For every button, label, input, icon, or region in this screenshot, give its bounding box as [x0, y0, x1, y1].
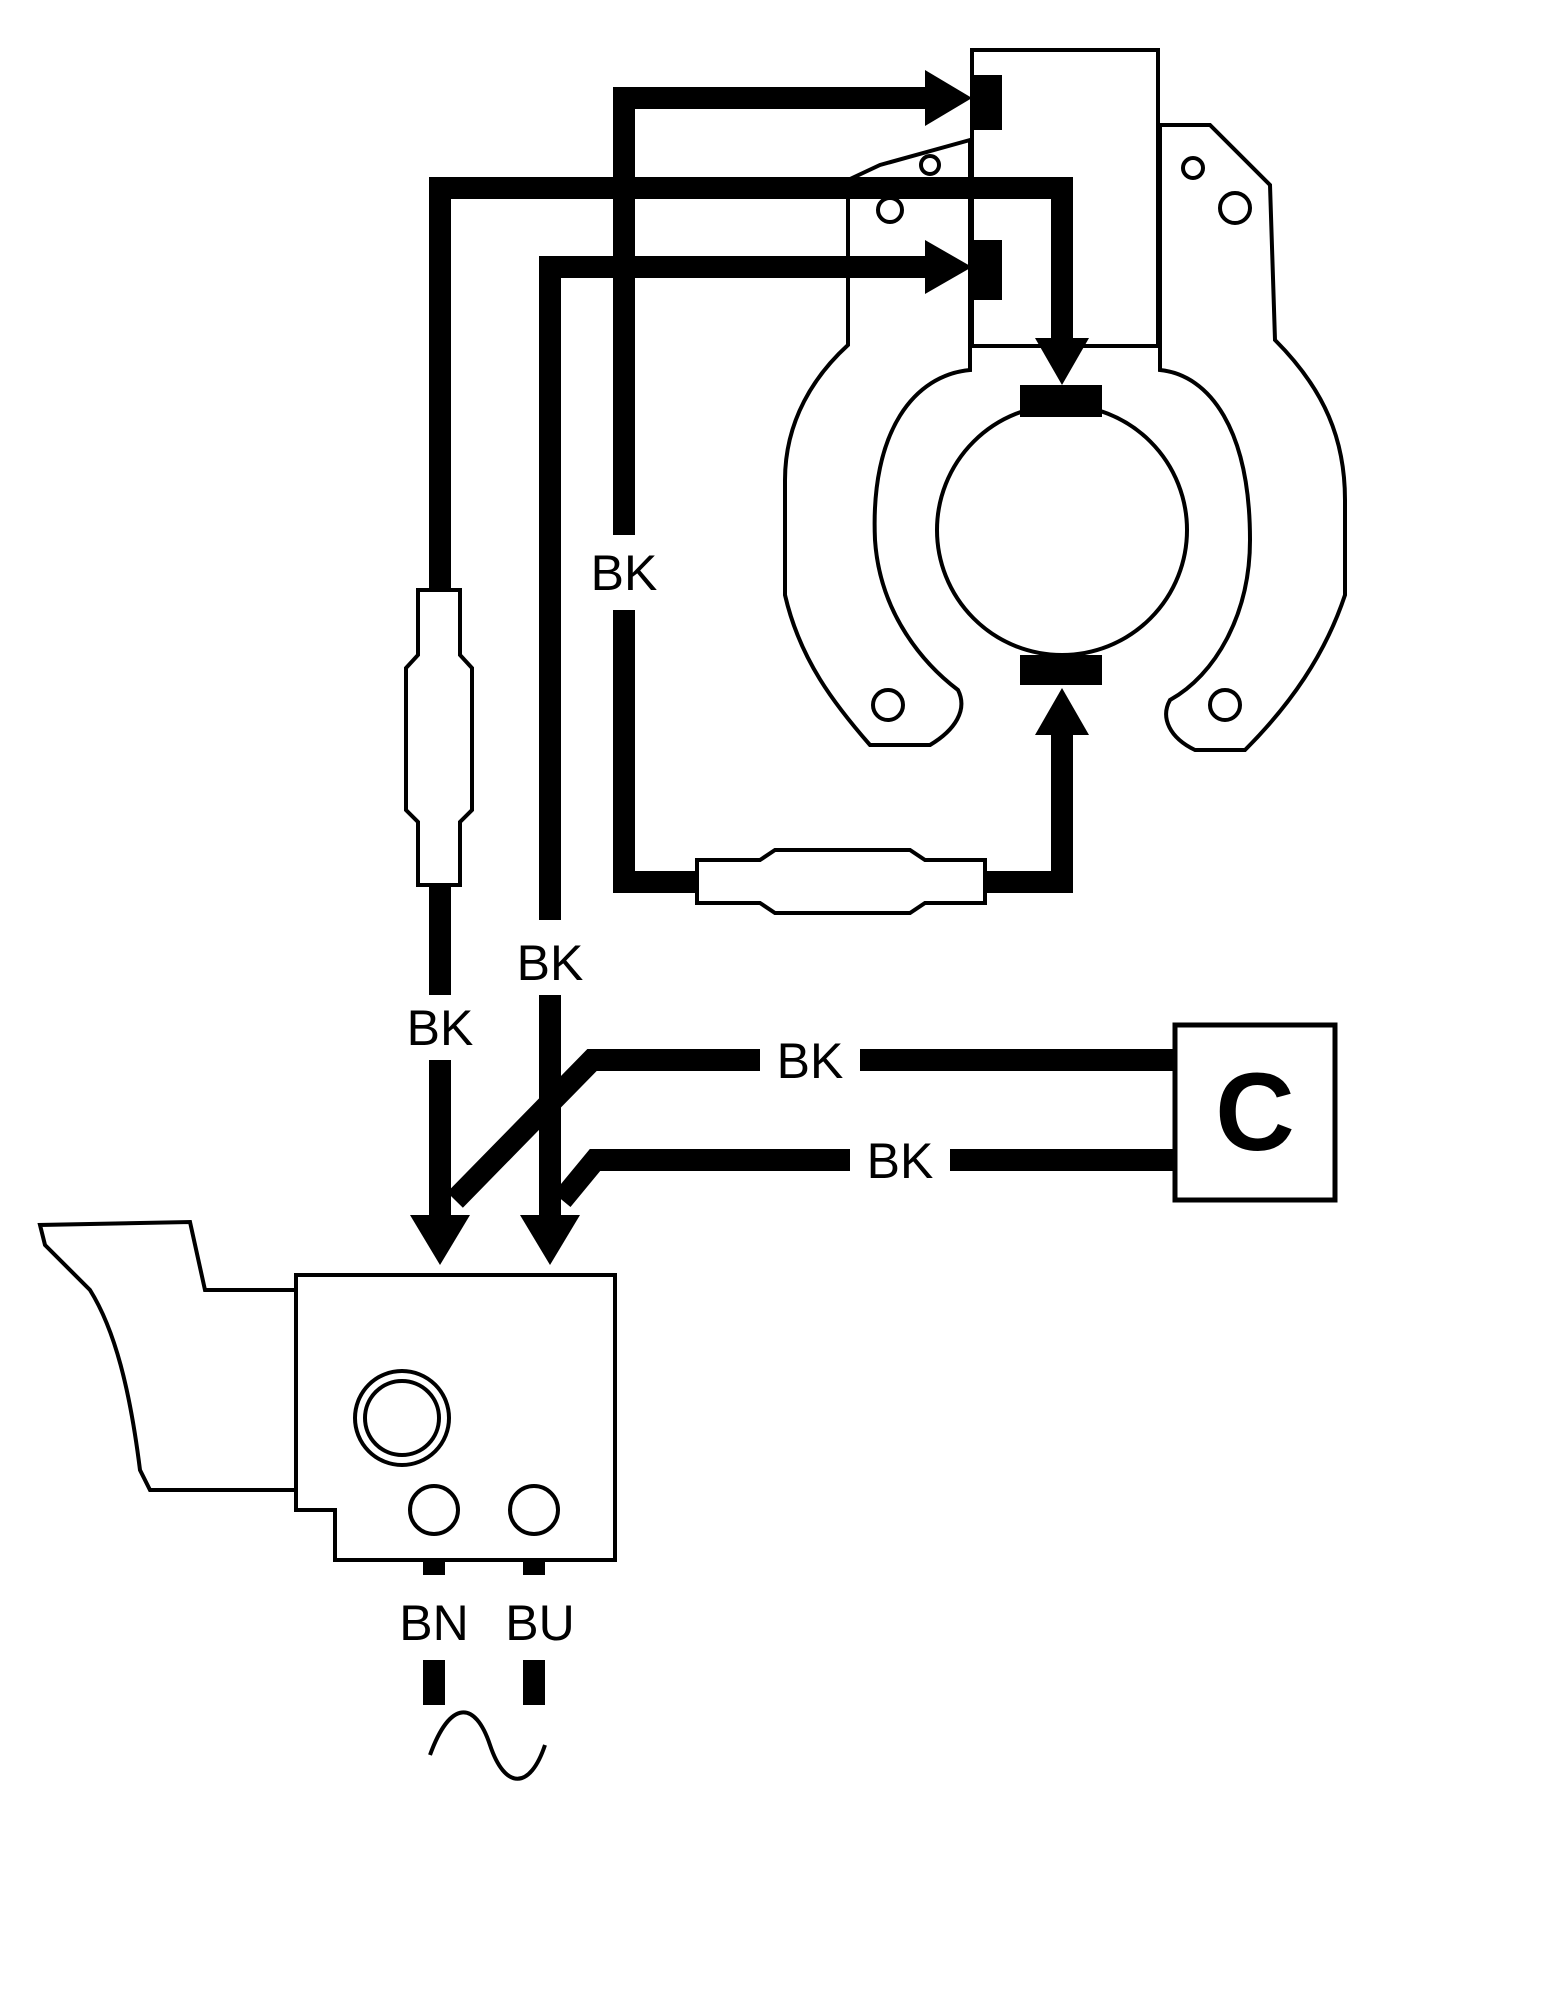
arrow-to-top-brush: [1035, 338, 1089, 385]
wire-middle: [539, 256, 930, 920]
wire-center: [985, 735, 1073, 893]
stator-right-half: [1158, 123, 1347, 752]
switch-lock-button: [353, 1369, 451, 1467]
ac-symbol: [428, 1710, 547, 1781]
wire-capacitor-top: [447, 1049, 760, 1208]
carbon-brush-top: [1020, 385, 1102, 417]
holder-terminal-middle: [972, 240, 1002, 300]
wire-label-bk: BK: [867, 1133, 934, 1189]
arrow-to-switch-left: [410, 1215, 470, 1265]
inline-components: [404, 588, 987, 915]
trigger-switch: [37, 1219, 617, 1562]
wire-capacitor-bottom: [553, 1149, 850, 1208]
inline-fuse-vertical: [404, 588, 474, 887]
arrow-to-switch-right: [520, 1215, 580, 1265]
arrow-to-top-terminal: [925, 70, 972, 126]
capacitor-box: [1172, 1022, 1338, 1203]
arrow-to-middle-terminal: [925, 240, 972, 294]
wire-label-bk: BK: [407, 1000, 474, 1056]
wire-center: [613, 87, 930, 535]
mounting-hole: [1208, 688, 1242, 722]
capacitor-label: C: [1215, 1051, 1294, 1174]
mounting-hole: [871, 688, 905, 722]
wire-left: [429, 177, 1073, 590]
motor-stator: [783, 48, 1347, 752]
wire-label-bk: BK: [777, 1033, 844, 1089]
supply-label-brown: BN: [399, 1595, 468, 1651]
wire-label-bk: BK: [517, 935, 584, 991]
wires: [423, 87, 1175, 1705]
trigger: [37, 1219, 301, 1492]
arrow-to-bottom-brush: [1035, 688, 1089, 735]
inline-fuse-horizontal: [695, 848, 987, 915]
mounting-hole: [919, 154, 941, 176]
switch-terminal-blue: [508, 1484, 560, 1536]
armature: [935, 403, 1189, 657]
labels: BK BK BK BK BK BN BU: [399, 545, 934, 1781]
wire-center: [613, 610, 697, 893]
capacitor: C: [1172, 1022, 1338, 1203]
mounting-hole: [1218, 191, 1252, 225]
switch-terminal-brown: [408, 1484, 460, 1536]
stator-left-half: [783, 137, 972, 747]
carbon-brush-bottom: [1020, 655, 1102, 685]
supply-label-blue: BU: [505, 1595, 574, 1651]
holder-terminal-top: [972, 75, 1002, 130]
switch-lock-button-inner: [363, 1379, 441, 1457]
wire-label-bk: BK: [591, 545, 658, 601]
mounting-hole: [1181, 156, 1205, 180]
arrowheads: [410, 70, 1089, 1265]
